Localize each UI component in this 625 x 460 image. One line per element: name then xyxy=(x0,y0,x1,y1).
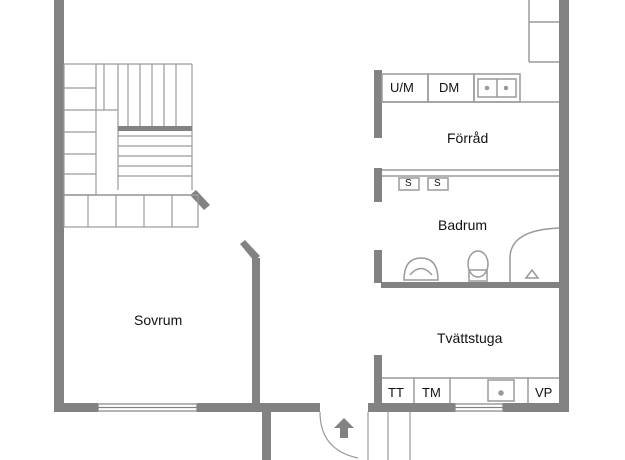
stair-icon xyxy=(63,63,199,228)
room-label-tvattstuga: Tvättstuga xyxy=(437,330,503,346)
appliance-label-s2: S xyxy=(434,178,441,189)
appliance-label-dm: DM xyxy=(439,80,460,95)
shower-icon xyxy=(509,227,560,282)
sink-icon xyxy=(487,379,515,402)
sink-icon xyxy=(403,257,439,281)
interior-walls xyxy=(190,70,559,407)
room-label-badrum: Badrum xyxy=(438,217,488,233)
window-icon xyxy=(97,403,504,412)
appliance-label-vp: VP xyxy=(535,385,553,400)
room-label-sovrum: Sovrum xyxy=(134,312,183,328)
appliance-label-s1: S xyxy=(405,178,412,189)
entrance-arrow-icon xyxy=(334,418,354,438)
appliance-label-tm: TM xyxy=(422,385,441,400)
kitchen-counter xyxy=(381,73,521,103)
stair-landing-bar xyxy=(118,126,192,131)
laundry-counter xyxy=(413,378,529,403)
appliance-label-tt: TT xyxy=(388,385,404,400)
bathroom-fixtures xyxy=(398,177,560,282)
entrance-door xyxy=(319,411,411,460)
room-label-forrad: Förråd xyxy=(447,130,489,146)
sink-icon xyxy=(477,78,517,98)
appliance-label-um: U/M xyxy=(390,80,414,95)
toilet-icon xyxy=(467,250,489,282)
outer-walls xyxy=(54,0,569,460)
